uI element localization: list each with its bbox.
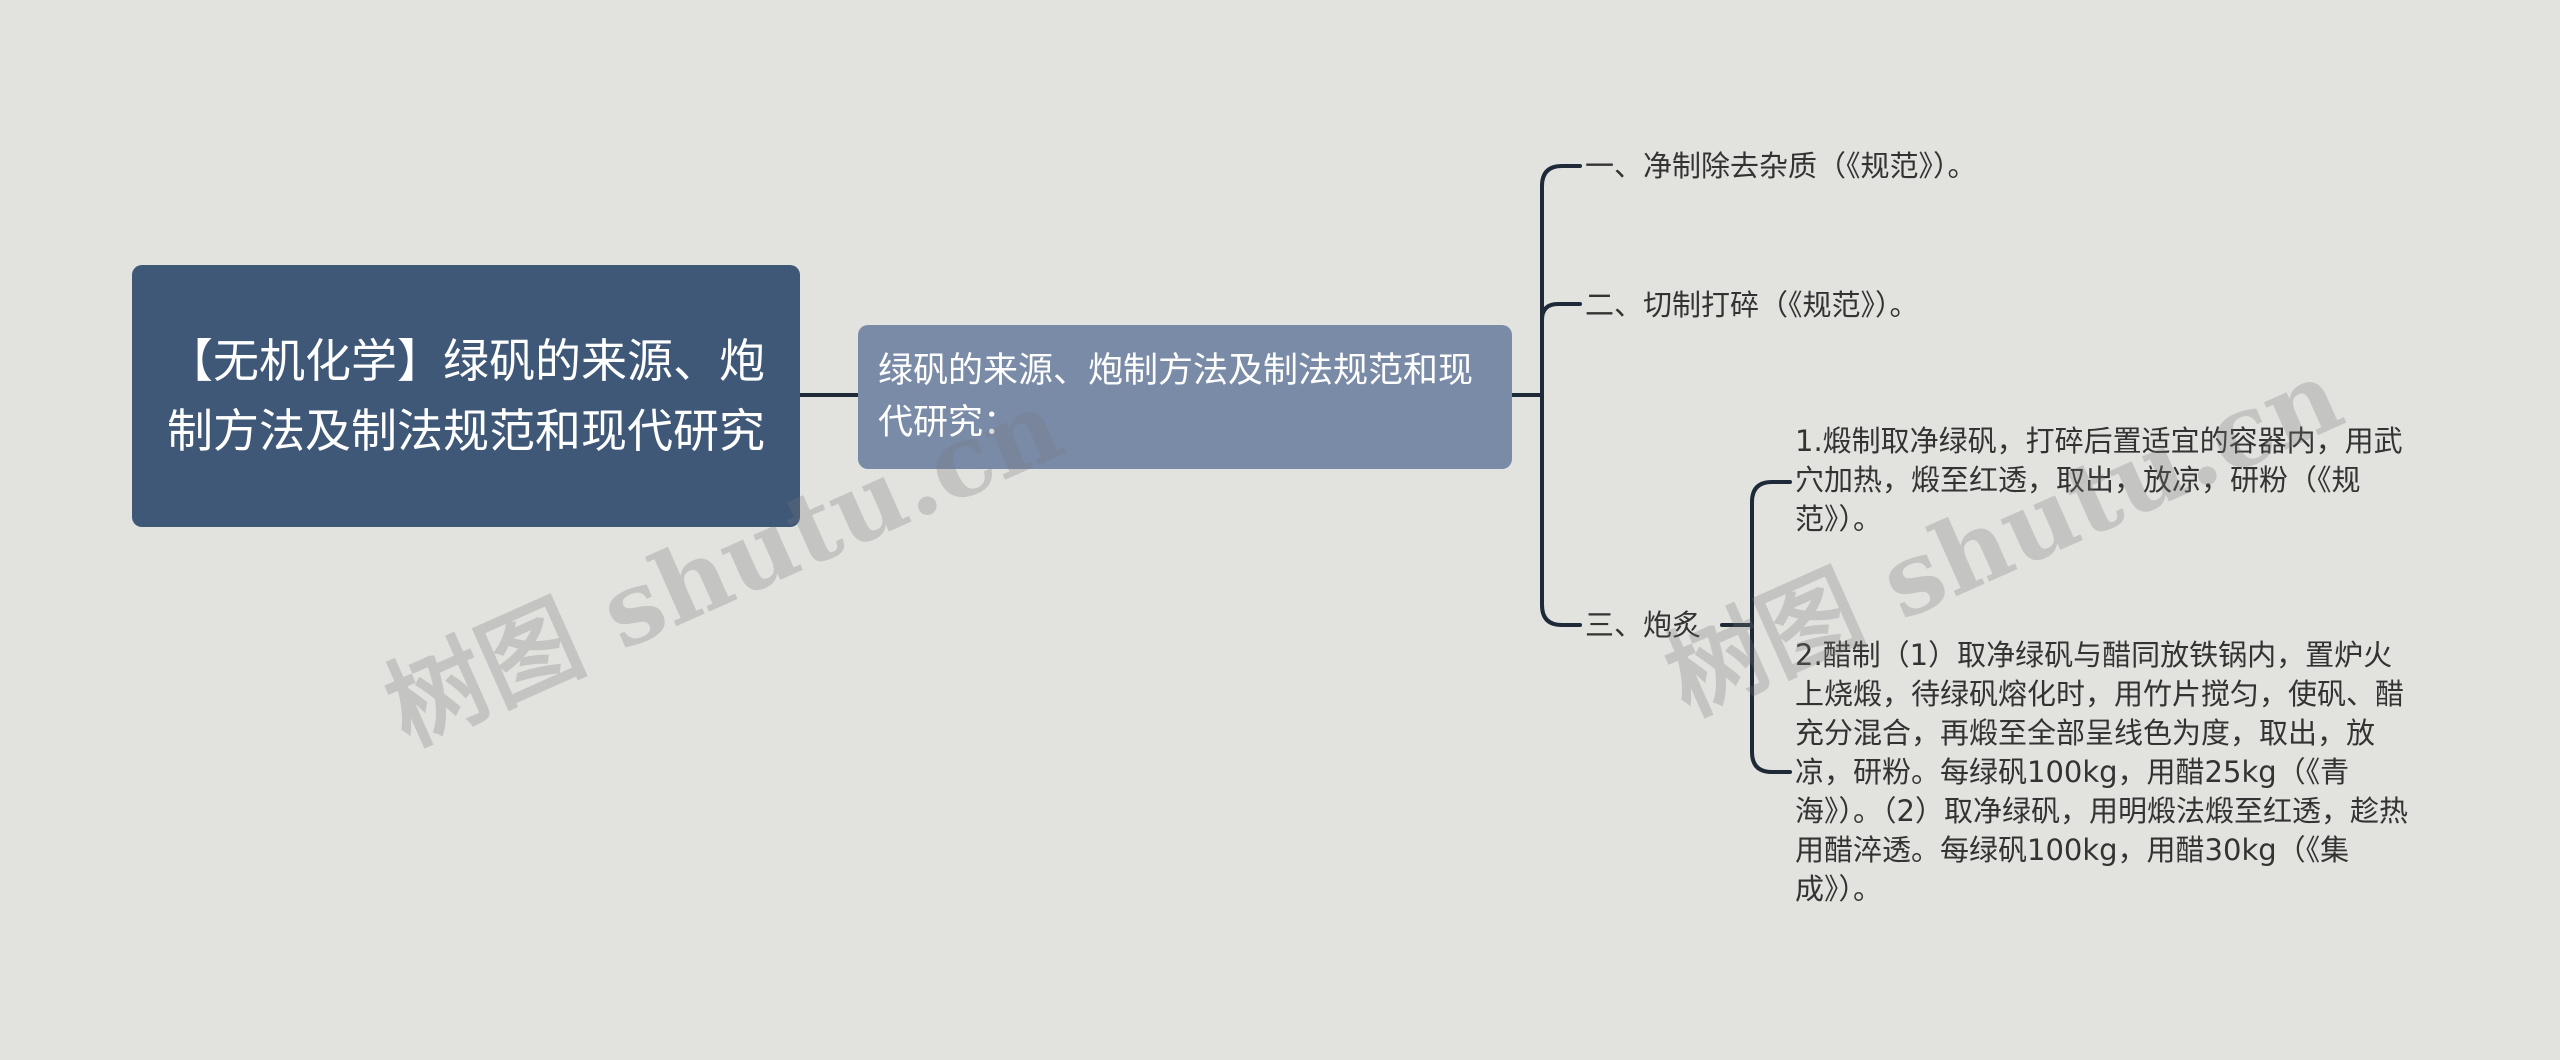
leaf-item-1[interactable]: 1.煅制取净绿矾，打碎后置适宜的容器内，用武穴加热，煅至红透，取出，放凉，研粉（… xyxy=(1795,424,2403,536)
branch-item-2[interactable]: 二、切制打碎（《规范》）。 xyxy=(1585,288,1919,322)
connector-bracket-branch-3 xyxy=(1540,393,1582,627)
leaf-item-2[interactable]: 2.醋制（1）取净绿矾与醋同放铁锅内，置炉火上烧煅，待绿矾熔化时，用竹片搅匀，使… xyxy=(1795,638,2408,906)
root-topic-node[interactable]: 【无机化学】绿矾的来源、炮制方法及制法规范和现代研究 xyxy=(132,265,800,527)
connector-leaf-1 xyxy=(1750,480,1792,627)
subtopic-text: 绿矾的来源、炮制方法及制法规范和现代研究： xyxy=(878,351,1474,443)
subtopic-node[interactable]: 绿矾的来源、炮制方法及制法规范和现代研究： xyxy=(858,325,1512,469)
root-topic-text: 【无机化学】绿矾的来源、炮制方法及制法规范和现代研究 xyxy=(167,334,765,458)
connector-leaf-2 xyxy=(1750,623,1792,774)
connector-bracket-branch-2 xyxy=(1540,302,1582,322)
branch-item-1[interactable]: 一、净制除去杂质（《规范》）。 xyxy=(1585,149,1977,183)
branch-item-3[interactable]: 三、炮炙 xyxy=(1585,608,1702,642)
connector-bracket-branch-1 xyxy=(1540,164,1582,397)
